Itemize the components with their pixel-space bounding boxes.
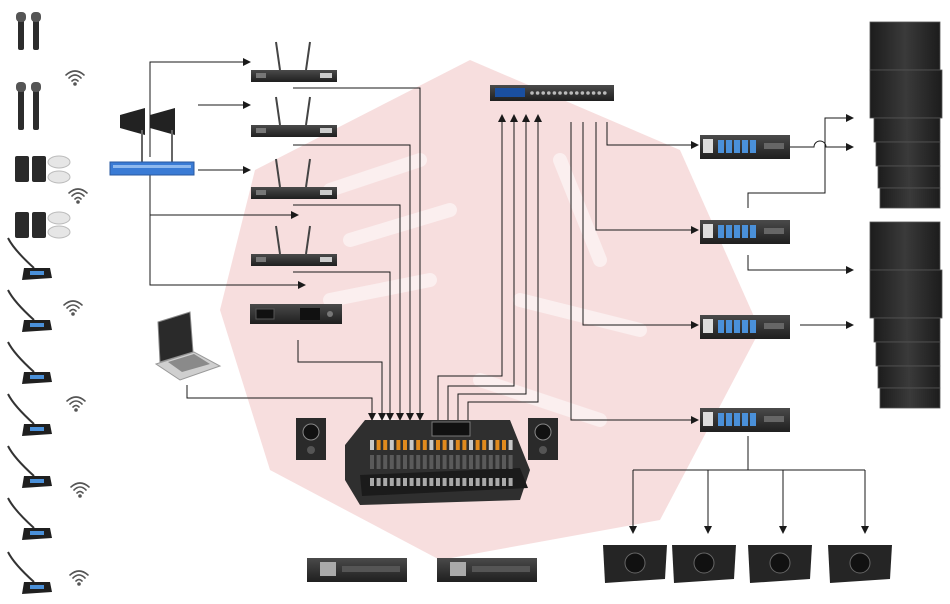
laptop-icon — [154, 311, 222, 381]
gooseneck-conference-mic-icon — [7, 551, 52, 594]
digital-mixer-icon — [345, 420, 530, 505]
console-channel-strip — [502, 440, 506, 486]
processor-knob — [603, 91, 607, 95]
gooseneck-mic-group — [7, 237, 52, 594]
processor-knob — [558, 91, 562, 95]
console-channel-strip — [475, 440, 480, 486]
console-channel-strip — [436, 440, 440, 486]
power-amplifier-icon — [700, 408, 790, 432]
console-channel-strip — [495, 440, 500, 486]
wifi-icon — [65, 70, 85, 86]
line-array-speaker-icon — [869, 21, 943, 209]
signal-wires — [149, 58, 869, 534]
processor-knob — [591, 91, 596, 95]
power-amplifier-icon — [700, 315, 790, 339]
console-channel-strip — [442, 440, 447, 486]
processor-knob — [586, 91, 590, 95]
processor-knob — [597, 91, 601, 95]
console-channel-strip — [482, 440, 487, 486]
wifi-icon — [63, 300, 83, 316]
wifi-icon — [69, 570, 89, 586]
stage-monitor-speaker-icon — [603, 545, 667, 583]
gooseneck-conference-mic-icon — [7, 445, 52, 488]
speaker-processor-icon — [490, 85, 614, 101]
console-channel-strip — [409, 440, 414, 486]
processor-knob — [530, 91, 534, 95]
bodypack-transmitter-icon — [15, 211, 71, 239]
wifi-icon — [66, 396, 86, 412]
processor-knob — [580, 91, 585, 95]
bodypack-transmitter-icon — [15, 155, 71, 184]
processor-knob — [563, 91, 568, 95]
stage-monitor-group — [603, 545, 892, 583]
console-channel-strip — [422, 440, 427, 486]
gooseneck-conference-mic-icon — [7, 393, 52, 436]
stage-monitor-speaker-icon — [828, 545, 892, 583]
line-array-speaker-icon — [869, 221, 943, 409]
antenna-distributor-icon — [109, 108, 195, 176]
wifi-icon — [68, 188, 88, 204]
studio-monitor-icon — [528, 418, 558, 460]
console-channel-strip — [389, 440, 394, 486]
processor-knob — [569, 91, 573, 95]
receiver-group — [251, 41, 337, 266]
stage-monitor-speaker-icon — [672, 545, 736, 583]
console-channel-strip — [416, 440, 421, 486]
wireless-receiver-icon — [251, 41, 337, 82]
processor-knob — [552, 91, 557, 95]
console-channel-strip — [403, 440, 407, 486]
console-channel-strip — [455, 440, 460, 486]
processor-knob — [547, 91, 551, 95]
gooseneck-conference-mic-icon — [7, 341, 52, 384]
line-array-group — [869, 21, 943, 409]
console-channel-strip — [376, 440, 381, 486]
stage-monitor-speaker-icon — [748, 545, 812, 583]
console-channel-strip — [396, 440, 401, 486]
console-channel-strip — [383, 440, 388, 486]
console-channel-strip — [508, 440, 513, 486]
wifi-icon-group — [63, 70, 90, 586]
console-channel-strip — [462, 440, 467, 486]
power-amplifier-icon — [700, 220, 790, 244]
rack-effect-unit-icon — [307, 558, 407, 582]
power-amplifier-icon — [700, 135, 790, 159]
processor-knob — [535, 91, 540, 95]
rack-effect-unit-icon — [250, 304, 342, 324]
wireless-receiver-icon — [251, 158, 337, 199]
console-channel-strip — [429, 440, 434, 486]
studio-monitor-icon — [296, 418, 326, 460]
wireless-receiver-icon — [251, 96, 337, 137]
rack-effect-unit-icon — [437, 558, 537, 582]
wifi-icon — [70, 482, 90, 498]
gooseneck-conference-mic-icon — [7, 497, 52, 540]
gooseneck-conference-mic-icon — [7, 289, 52, 332]
processor-knob — [541, 91, 545, 95]
processor-knob — [575, 91, 579, 95]
handheld-microphone-icon — [16, 82, 41, 130]
handheld-microphone-icon — [16, 12, 41, 50]
console-channel-strip — [488, 440, 493, 486]
wireless-receiver-icon — [251, 225, 337, 266]
console-channel-strip — [469, 440, 473, 486]
gooseneck-conference-mic-icon — [7, 237, 52, 280]
console-channel-strip — [449, 440, 454, 486]
console-channel-strip — [370, 440, 374, 486]
amplifier-group — [700, 135, 790, 432]
